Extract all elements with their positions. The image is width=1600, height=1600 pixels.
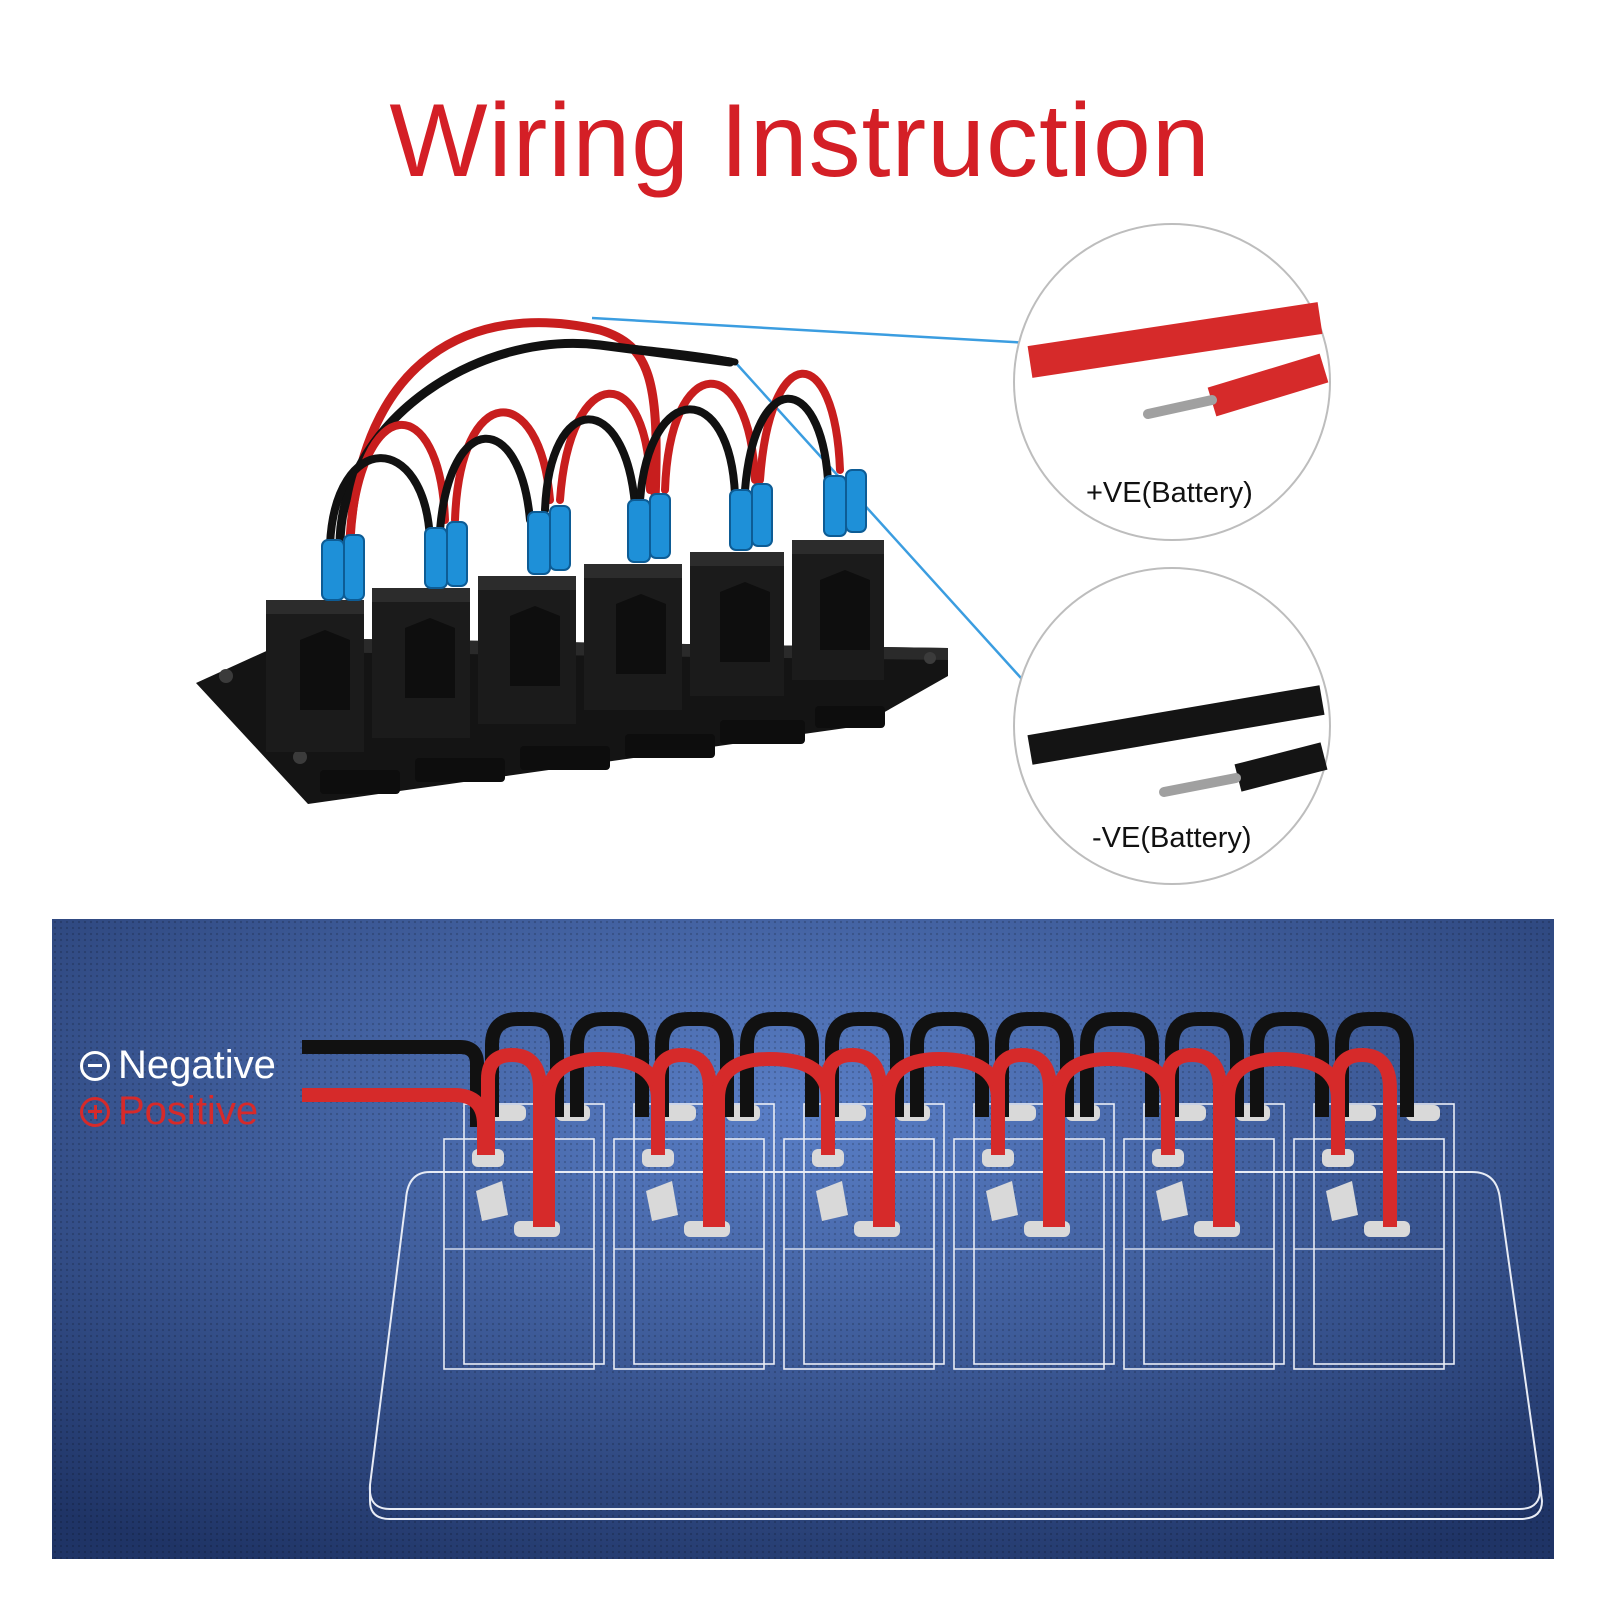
negative-jumper-wire: [485, 1012, 564, 1117]
negative-feed-wire: [302, 1040, 484, 1127]
negative-jumper-wire: [995, 1012, 1074, 1117]
lamp-tab: [1156, 1181, 1188, 1221]
negative-jumper-wire: [655, 1012, 734, 1117]
terminal-pin: [642, 1149, 674, 1167]
negative-battery-label: -VE(Battery): [1092, 822, 1252, 854]
diagram-switch: [1123, 1103, 1285, 1370]
callout-positive-wire: [1013, 223, 1331, 541]
positive-battery-label: +VE(Battery): [1086, 477, 1253, 509]
switch-body: [266, 600, 364, 752]
blue-terminals: [321, 469, 867, 601]
lamp-tab: [816, 1181, 848, 1221]
negative-jumper-wire: [1080, 1012, 1159, 1117]
terminal-pin: [1322, 1149, 1354, 1167]
negative-jumper-wire: [740, 1012, 819, 1117]
lamp-tab: [476, 1181, 508, 1221]
callout-line-positive: [591, 316, 1031, 345]
lamp-tab: [646, 1181, 678, 1221]
switch-panel-photo: [196, 223, 1331, 885]
callout-negative-wire: [1013, 567, 1331, 885]
minus-circle-icon: [80, 1050, 110, 1081]
terminal-pin: [1406, 1105, 1440, 1121]
switch-body: [372, 588, 470, 738]
positive-jumper-wire: [991, 1047, 1057, 1227]
negative-jumper-wire: [1250, 1012, 1329, 1117]
wiring-diagram-panel: Negative Positive: [52, 919, 1554, 1559]
panel-outline: [368, 1171, 1542, 1510]
negative-jumper-wire: [1335, 1012, 1414, 1117]
diagram-switch: [1293, 1103, 1455, 1370]
terminal-pin: [812, 1149, 844, 1167]
positive-jumper-wire: [1331, 1047, 1397, 1227]
switch-body: [792, 540, 884, 680]
positive-jumper-wire: [1161, 1047, 1227, 1227]
terminal-pin: [982, 1149, 1014, 1167]
switch-bodies: [266, 540, 884, 752]
negative-jumper-wire: [570, 1012, 649, 1117]
callout-line-negative: [734, 361, 1031, 689]
positive-jumper-wire: [481, 1047, 547, 1227]
legend-positive: Positive: [80, 1089, 258, 1134]
terminal-pin: [1364, 1221, 1410, 1237]
lamp-tab: [1326, 1181, 1358, 1221]
wiring-diagram-svg: [52, 919, 1554, 1559]
switch-body: [690, 552, 784, 696]
plus-circle-icon: [80, 1096, 110, 1127]
photo-wires: [326, 318, 844, 550]
terminal-pin: [1152, 1149, 1184, 1167]
negative-jumper-wire: [825, 1012, 904, 1117]
positive-jumper-wire: [651, 1047, 717, 1227]
lamp-tab: [986, 1181, 1018, 1221]
negative-jumper-wire: [1165, 1012, 1244, 1117]
negative-jumper-wire: [910, 1012, 989, 1117]
switch-body: [584, 564, 682, 710]
positive-label: Positive: [118, 1089, 259, 1133]
switch-body: [478, 576, 576, 724]
page-title: Wiring Instruction: [389, 83, 1211, 199]
negative-label: Negative: [118, 1043, 276, 1087]
legend-negative: Negative: [80, 1043, 276, 1088]
positive-jumper-wire: [821, 1047, 887, 1227]
